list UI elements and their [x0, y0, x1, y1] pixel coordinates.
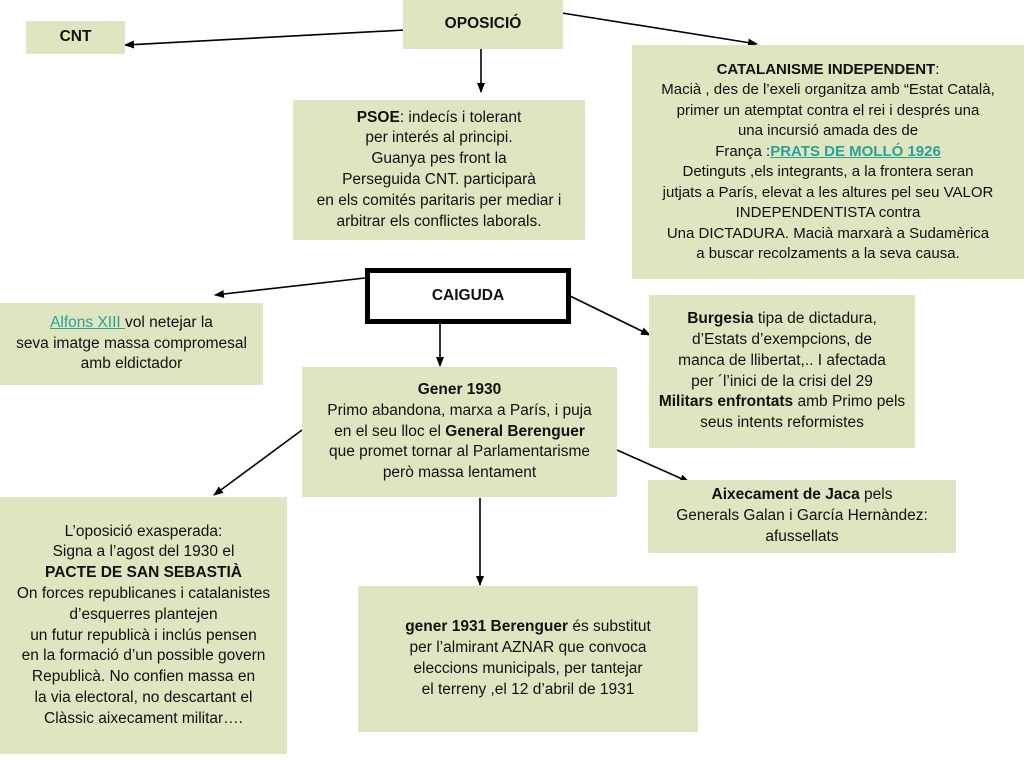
psoe-node: PSOE: indecís i tolerant per interés al … — [293, 100, 585, 240]
alfons-text-3: amb eldictador — [80, 355, 183, 373]
exasp-text-10: Clàssic aixecament militar…. — [44, 709, 243, 727]
gener1930-text-4: però massa lentament — [382, 464, 537, 482]
jaca-text-1: pels — [859, 486, 893, 504]
gener1931-text-3: eleccions municipals, per tantejar — [413, 660, 643, 677]
arrow-caiguda-burgesia — [569, 295, 651, 336]
burgesia-text-2: d’Estats d’exempcions, de — [691, 330, 873, 348]
psoe-text-1: : indecís i tolerant — [399, 108, 522, 126]
catalanisme-node: CATALANISME INDEPENDENT: Macià , des de … — [632, 45, 1024, 279]
gener1930-text-2: en el seu lloc el — [334, 422, 446, 440]
exasp-text-1: L’oposició exasperada: — [64, 522, 223, 540]
caiguda-title: CAIGUDA — [431, 286, 505, 304]
caiguda-node: CAIGUDA — [365, 268, 571, 324]
burgesia-text-1: tipa de dictadura, — [753, 310, 877, 328]
cnt-title: CNT — [59, 28, 92, 46]
jaca-text-2: Generals Galan i García Hernàndez: — [676, 507, 928, 525]
gener1931-text-2: per l’almirant AZNAR que convoca — [409, 639, 647, 657]
catalanisme-text-6: jutjats a París, elevat a les altures pe… — [662, 183, 994, 201]
exasp-text-5: d’esquerres plantejen — [69, 605, 218, 623]
pacte-san-sebastia: PACTE DE SAN SEBASTIÀ — [45, 564, 242, 582]
arrow-oposicio-cnt — [124, 29, 406, 49]
burgesia-text-4: per ´l’inici de la crisi del 29 — [691, 372, 873, 390]
catalanisme-text-4: França : — [715, 142, 771, 160]
gener1931-bold: gener 1931 Berenguer — [405, 618, 569, 636]
burgesia-text-6: seus intents reformistes — [700, 414, 864, 432]
oposicio-node: OPOSICIÓ — [403, 0, 563, 49]
oposicio-title: OPOSICIÓ — [444, 15, 522, 33]
exasp-text-7: en la formació d’un possible govern — [21, 647, 266, 665]
oposicio-exasperada-node: L’oposició exasperada: Signa a l’agost d… — [0, 497, 287, 754]
alfons-text-2: seva imatge massa compromesal — [16, 334, 247, 352]
burgesia-text-5: amb Primo pels — [793, 393, 906, 411]
prats-de-mollo-link[interactable]: PRATS DE MOLLÓ 1926 — [770, 142, 941, 160]
gener1930-text-3: que promet tornar al Parlamentarisme — [328, 443, 591, 461]
psoe-text-5: en els comités paritaris per mediar i — [316, 191, 562, 209]
catalanisme-text-2: primer un atemptat contra el rei i despr… — [676, 101, 980, 119]
alfons-text-1: vol netejar la — [125, 313, 213, 331]
catalanisme-text-9: a buscar recolzaments a la seva causa. — [696, 245, 960, 262]
cnt-node: CNT — [26, 21, 125, 54]
psoe-text-2: per interés al principi. — [365, 129, 513, 147]
alfons-xiii-link[interactable]: Alfons XIII — [50, 313, 126, 331]
exasp-text-4: On forces republicanes i catalanistes — [16, 584, 271, 602]
arrow-gener1930-jaca — [616, 449, 690, 483]
burgesia-bold: Burgesia — [687, 310, 754, 328]
catalanisme-title: CATALANISME INDEPENDENT — [716, 60, 936, 78]
alfons-node: Alfons XIII vol netejar la seva imatge m… — [0, 303, 263, 385]
catalanisme-text-7: INDEPENDENTISTA contra — [735, 204, 921, 221]
berenguer-bold: General Berenguer — [445, 422, 585, 440]
catalanisme-text-1: Macià , des de l’exeli organitza amb “Es… — [661, 81, 995, 98]
catalanisme-text-5: Detinguts ,els integrants, a la frontera… — [682, 163, 974, 180]
jaca-bold: Aixecament de Jaca — [711, 486, 860, 504]
catalanisme-text-3: una incursió amada des de — [737, 122, 919, 139]
gener1931-text-4: el terreny ,el 12 d’abril de 1931 — [421, 680, 635, 698]
arrow-gener1930-oposicio — [213, 429, 303, 496]
exasp-text-8: Republicà. No confien massa en — [31, 668, 256, 686]
exasp-text-9: la via electoral, no descartant el — [34, 688, 253, 706]
arrow-oposicio-catalanisme — [561, 12, 758, 47]
jaca-node: Aixecament de Jaca pels Generals Galan i… — [648, 480, 956, 553]
psoe-title: PSOE — [356, 108, 400, 126]
gener1931-node: gener 1931 Berenguer és substitut per l’… — [358, 586, 698, 732]
psoe-text-4: Perseguida CNT. participarà — [342, 171, 536, 188]
exasp-text-6: un futur republicà i inclús pensen — [30, 626, 257, 644]
gener1930-node: Gener 1930 Primo abandona, marxa a París… — [302, 367, 617, 497]
burgesia-node: Burgesia tipa de dictadura, d’Estats d’e… — [649, 295, 915, 448]
exasp-text-2: Signa a l’agost del 1930 el — [52, 543, 235, 561]
psoe-text-3: Guanya pes front la — [371, 150, 507, 168]
arrow-caiguda-alfons — [214, 277, 366, 298]
catalanisme-text-8: Una DICTADURA. Macià marxarà a Sudamèric… — [666, 224, 990, 242]
jaca-text-3: afussellats — [765, 527, 839, 545]
militars-bold: Militars enfrontats — [658, 393, 794, 411]
gener1930-title: Gener 1930 — [417, 381, 502, 398]
gener1931-text-1: és substitut — [568, 618, 651, 636]
gener1930-text-1: Primo abandona, marxa a París, i puja — [327, 401, 592, 419]
catalanisme-colon: : — [935, 60, 940, 78]
psoe-text-6: arbitrar els conflictes laborals. — [336, 212, 542, 230]
burgesia-text-3: manca de llibertat,.. I afectada — [678, 351, 886, 369]
